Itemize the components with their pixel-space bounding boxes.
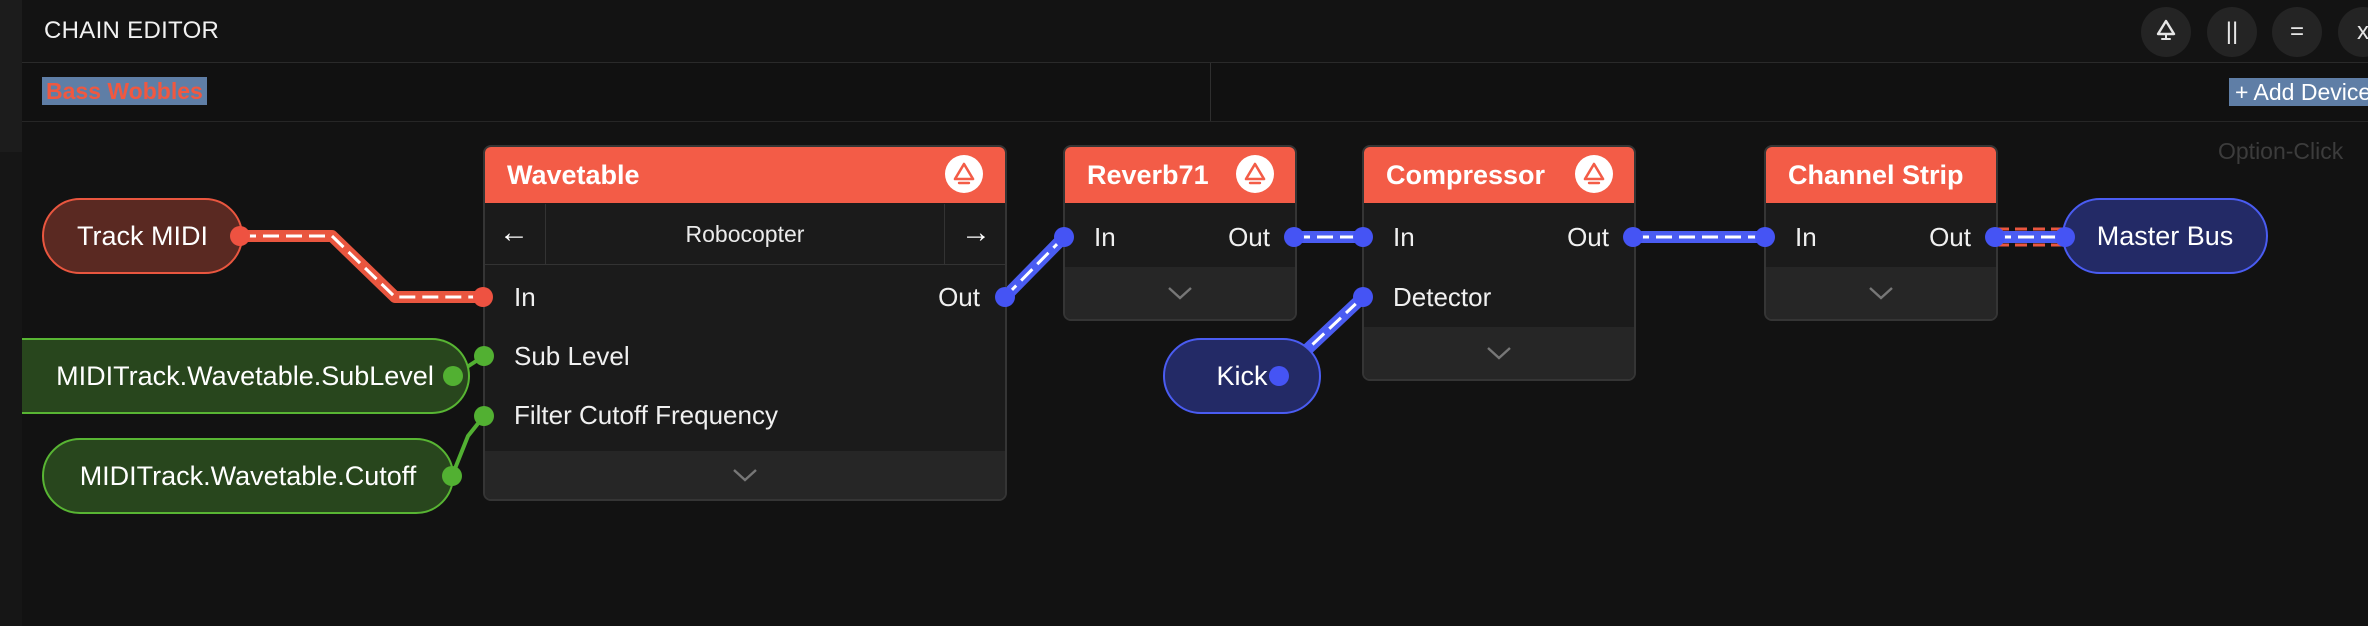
port-out-label: Out — [938, 282, 980, 312]
recycle-icon-glyph — [953, 162, 975, 185]
reverb-out-port[interactable] — [1284, 227, 1304, 247]
sublevel-param-source[interactable]: MIDITrack.Wavetable.SubLevel — [22, 338, 470, 414]
recycle-icon[interactable] — [945, 155, 983, 193]
port-detector-label: Detector — [1393, 282, 1492, 312]
channel-strip-in-port[interactable] — [1755, 227, 1775, 247]
sublevel-source-port[interactable] — [443, 366, 463, 386]
device-title: Reverb71 — [1087, 160, 1209, 190]
reverb71-device: Reverb71 In Out — [1063, 145, 1297, 321]
port-in-label: In — [1094, 222, 1116, 252]
previous-preset-button[interactable]: ← — [499, 216, 529, 249]
recycle-icon-glyph — [1244, 162, 1266, 185]
left-panel-header — [0, 0, 22, 152]
compressor-in-port[interactable] — [1353, 227, 1373, 247]
device-header[interactable]: Channel Strip — [1766, 147, 1996, 203]
channel-strip-out-port[interactable] — [1985, 227, 2005, 247]
option-click-hint: Option-Click — [2218, 138, 2344, 164]
compressor-out-port[interactable] — [1623, 227, 1643, 247]
wavetable-device: Wavetable ← Robocopter → In Out Sub Leve… — [483, 145, 1007, 501]
compressor-device: Compressor In Out Detector — [1362, 145, 1636, 381]
menu-button[interactable]: = — [2272, 7, 2322, 57]
device-title: Compressor — [1386, 160, 1546, 190]
device-header[interactable]: Reverb71 — [1065, 147, 1295, 203]
recycle-icon — [2156, 19, 2176, 40]
wavetable-in-port[interactable] — [473, 287, 493, 307]
reverb-in-port[interactable] — [1054, 227, 1074, 247]
port-in-label: In — [514, 282, 536, 312]
preset-name[interactable]: Robocopter — [545, 204, 945, 264]
next-preset-button[interactable]: → — [961, 216, 991, 249]
chevron-down-icon — [1869, 287, 1893, 300]
title-bar: CHAIN EDITOR || = x — [22, 0, 2368, 63]
kick-out-port[interactable] — [1269, 366, 1289, 386]
cutoff-source-port[interactable] — [442, 466, 462, 486]
device-header[interactable]: Wavetable — [485, 147, 1005, 203]
expand-button[interactable] — [485, 451, 1005, 499]
wavetable-out-port[interactable] — [995, 287, 1015, 307]
expand-button[interactable] — [1766, 267, 1996, 319]
port-in-label: In — [1393, 222, 1415, 252]
channel-strip-device: Channel Strip In Out — [1764, 145, 1998, 321]
wire-wavetable-to-reverb[interactable] — [1000, 232, 1069, 302]
track-midi-source[interactable]: Track MIDI — [42, 198, 243, 274]
param-filter-cutoff-label: Filter Cutoff Frequency — [514, 400, 778, 430]
port-out-label: Out — [1929, 222, 1971, 252]
wire-track-midi-to-wavetable[interactable] — [240, 230, 485, 303]
compressor-detector-port[interactable] — [1353, 287, 1373, 307]
pause-button[interactable]: || — [2207, 7, 2257, 57]
toolbar-divider — [1210, 63, 1211, 121]
recycle-icon[interactable] — [1575, 155, 1613, 193]
expand-button[interactable] — [1364, 327, 1634, 379]
chain-editor-panel: CHAIN EDITOR || = x Bass Wobbles + Add D… — [22, 0, 2368, 626]
port-in-label: In — [1795, 222, 1817, 252]
chain-name-text: Bass Wobbles — [42, 77, 207, 105]
chain-toolbar: Bass Wobbles + Add Device — [22, 63, 2368, 122]
recycle-icon-glyph — [1583, 162, 1605, 185]
filter-cutoff-port[interactable] — [474, 406, 494, 426]
master-bus-destination[interactable]: Master Bus — [2062, 198, 2268, 274]
window-title: CHAIN EDITOR — [44, 17, 220, 44]
device-header[interactable]: Compressor — [1364, 147, 1634, 203]
param-sub-level-label: Sub Level — [514, 341, 630, 371]
preset-selector: ← Robocopter → — [485, 204, 1005, 265]
master-bus-in-port[interactable] — [2055, 227, 2075, 247]
track-midi-out-port[interactable] — [230, 226, 250, 246]
expand-button[interactable] — [1065, 267, 1295, 319]
sub-level-port[interactable] — [474, 346, 494, 366]
port-out-label: Out — [1567, 222, 1609, 252]
cutoff-param-source[interactable]: MIDITrack.Wavetable.Cutoff — [42, 438, 454, 514]
recycle-icon[interactable] — [1236, 155, 1274, 193]
chevron-down-icon — [733, 469, 757, 482]
device-title: Wavetable — [507, 160, 640, 190]
wire-channel-strip-to-master[interactable] — [1995, 227, 2065, 247]
port-out-label: Out — [1228, 222, 1270, 252]
kick-source[interactable]: Kick — [1163, 338, 1321, 414]
reset-button[interactable] — [2141, 7, 2191, 57]
chain-name-field[interactable]: Bass Wobbles — [42, 77, 1202, 105]
device-title: Channel Strip — [1788, 160, 1964, 190]
add-device-button[interactable]: + Add Device — [2229, 78, 2368, 106]
left-panel-edge — [0, 0, 23, 626]
chevron-down-icon — [1168, 287, 1192, 300]
chevron-down-icon — [1487, 347, 1511, 360]
